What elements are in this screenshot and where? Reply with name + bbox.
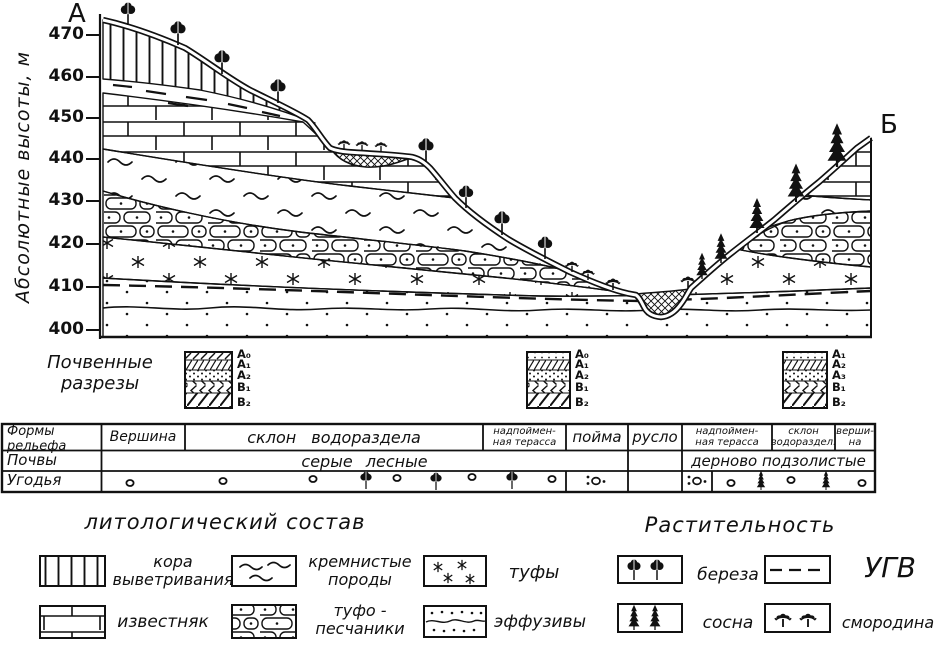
relief-cell-summit-right: верши-на: [836, 426, 874, 448]
soil-profile-box: [184, 351, 233, 409]
pasture-circle-symbol: [857, 479, 867, 487]
lithology-legend-swatches: [39, 555, 487, 639]
elevation-tick-430: 430: [48, 190, 85, 210]
pine-icon: [695, 252, 709, 280]
horizon-label: А₀: [575, 347, 589, 361]
pine-label: сосна: [702, 612, 754, 633]
basement-wavy-line: [102, 306, 872, 312]
lithology-legend-title: литологический состав: [84, 510, 366, 534]
layer-effusives-basement: [102, 277, 872, 338]
tuff-sandstone-label: туфо -песчаники: [315, 601, 405, 638]
currant-swatch: [764, 603, 831, 633]
elevation-tick-470: 470: [48, 24, 85, 44]
currant-label: смородина: [841, 613, 935, 633]
horizon-label: В₂: [575, 395, 589, 409]
soils-cell-sod-podzolic: дерново подзолистые: [691, 452, 866, 470]
horizon-label: В₁: [575, 380, 589, 394]
elevation-tick-410: 410: [48, 276, 85, 296]
landform-table-grid: [0, 422, 877, 494]
point-b-label: Б: [880, 110, 898, 140]
pine-icon: [826, 122, 848, 169]
horizon-label: А₁: [832, 347, 846, 361]
horizon-label: А₂: [237, 368, 251, 382]
pasture-circle-symbol: [218, 477, 228, 485]
elevation-axis-label: Абсолютные высоты, м: [12, 51, 34, 303]
horizon-label: В₂: [832, 395, 846, 409]
pine-icon: [786, 162, 806, 203]
relief-cell-watershed-slope: склон водораздела: [247, 427, 421, 447]
elevation-tick-460: 460: [48, 66, 85, 86]
horizon-label: А₁: [575, 357, 589, 371]
pasture-circle-symbol: [125, 479, 135, 487]
birch-icon: [119, 1, 137, 26]
tuffs-label: туфы: [508, 562, 560, 584]
pine-icon: [821, 470, 831, 491]
horizon-label: В₁: [237, 380, 251, 394]
pasture-circle-symbol: [392, 474, 402, 482]
soils-cell-gray-forest: серые лесные: [301, 451, 428, 471]
horizon-label: В₂: [237, 395, 251, 409]
bedding-dashes: [112, 83, 281, 118]
effusives-label: эффузивы: [494, 611, 586, 632]
birch-swatch: [617, 555, 683, 584]
land-use-symbols: [125, 470, 867, 491]
point-a-label: А: [68, 0, 86, 29]
horizon-label: А₃: [832, 368, 846, 382]
horizon-label: А₁: [237, 357, 251, 371]
meadow-dotted-circle-symbol: [686, 474, 708, 486]
horizon-label: В₁: [832, 380, 846, 394]
elevation-tick-450: 450: [48, 107, 85, 127]
profile-layers: [86, 1, 873, 339]
relief-cell-floodplain: пойма: [572, 428, 622, 446]
pasture-circle-symbol: [467, 473, 477, 481]
vegetation-legend-swatches: [617, 555, 831, 633]
soil-profile-box: [526, 351, 571, 409]
weathering-crust-swatch: [39, 555, 106, 587]
ground-surface-line: [102, 16, 873, 321]
relief-cell-terrace-left: надпоймен-ная терасса: [492, 426, 557, 448]
table-row-label-landuse: Угодья: [7, 471, 62, 489]
axis-tick-marks: [86, 34, 100, 331]
tuff-sandstone-swatch: [231, 604, 297, 639]
birch-icon: [505, 470, 519, 490]
pine-icon: [713, 232, 729, 264]
horizon-label: А₀: [237, 347, 251, 361]
currant-icon: [374, 141, 388, 153]
tuffs-swatch: [423, 555, 487, 587]
pasture-circle-symbol: [786, 476, 796, 484]
limestone-label: известняк: [117, 611, 209, 632]
pine-icon: [748, 197, 766, 234]
birch-icon: [429, 471, 443, 491]
relief-cell-terrace-right: надпоймен-ная терасса: [695, 426, 759, 448]
pasture-circle-symbol: [547, 475, 557, 483]
pine-swatch: [617, 603, 683, 633]
elevation-tick-400: 400: [48, 319, 85, 339]
soil-profile-boxes: [184, 351, 828, 409]
limestone-swatch: [39, 605, 106, 639]
relief-cell-summit: Вершина: [109, 429, 177, 445]
pine-icon: [756, 470, 766, 491]
pasture-circle-symbol: [726, 479, 736, 487]
soil-profile-box: [782, 351, 828, 409]
elevation-tick-440: 440: [48, 148, 85, 168]
siliceous-swatch: [231, 555, 297, 587]
elevation-tick-420: 420: [48, 233, 85, 253]
table-row-label-relief: Формы рельефа: [7, 424, 67, 454]
relief-cell-channel: русло: [632, 428, 678, 446]
birch-icon: [359, 470, 373, 490]
table-row-label-soils: Почвы: [7, 451, 58, 469]
pasture-circle-symbol: [308, 475, 318, 483]
groundwater-label: УГВ: [864, 550, 916, 584]
birch-label: береза: [697, 564, 759, 585]
vegetation-legend-title: Растительность: [644, 513, 836, 537]
groundwater-level-line: [102, 283, 872, 303]
meadow-dotted-circle-symbol: [585, 474, 607, 486]
horizon-label: А₂: [832, 357, 846, 371]
horizon-label: А₂: [575, 368, 589, 382]
